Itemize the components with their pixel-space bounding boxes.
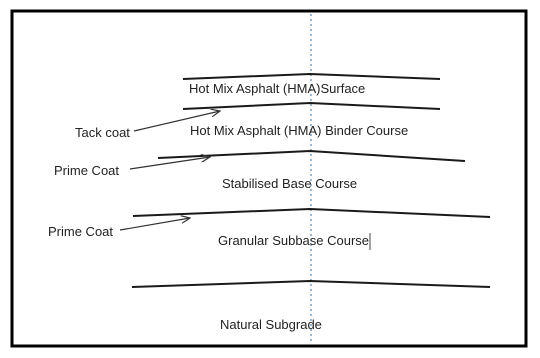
subgrade-label: Natural Subgrade bbox=[220, 317, 322, 332]
subbase-label: Granular Subbase Course bbox=[218, 233, 369, 248]
prime-coat-1-label: Prime Coat bbox=[54, 163, 119, 178]
tack-coat-label: Tack coat bbox=[75, 125, 130, 140]
tack-coat-arrow bbox=[133, 111, 220, 132]
base-subbase-interface-line bbox=[132, 207, 491, 218]
surface-binder-interface-line bbox=[182, 101, 441, 110]
prime-coat-2-arrow bbox=[119, 218, 190, 231]
prime-coat-1-arrow bbox=[129, 157, 210, 170]
binder-label: Hot Mix Asphalt (HMA) Binder Course bbox=[190, 123, 408, 138]
surface-top-line bbox=[182, 72, 441, 80]
base-label: Stabilised Base Course bbox=[222, 176, 357, 191]
prime-coat-2-label: Prime Coat bbox=[48, 224, 113, 239]
surface-label: Hot Mix Asphalt (HMA)Surface bbox=[189, 81, 365, 96]
diagram-frame bbox=[10, 9, 528, 348]
subbase-subgrade-interface-line bbox=[131, 279, 491, 288]
